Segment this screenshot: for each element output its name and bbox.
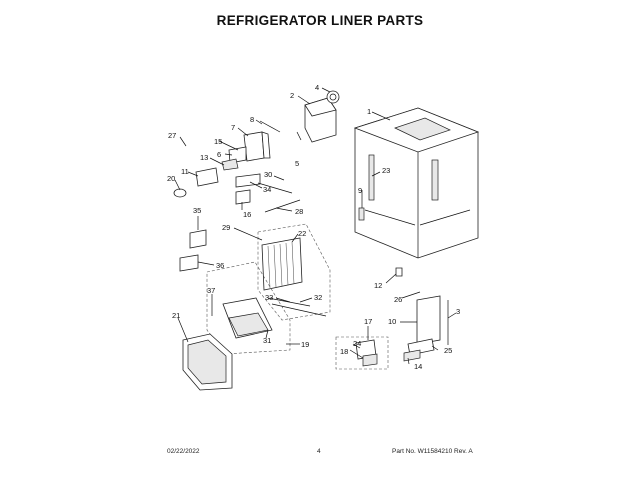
control-housing: [304, 90, 340, 143]
callout-27: 27: [168, 131, 176, 140]
part-28: [264, 199, 301, 213]
callout-18: 18: [340, 347, 348, 356]
callout-10: 10: [388, 317, 396, 326]
callout-25: 25: [444, 346, 452, 355]
rear-panel-inner: [187, 339, 227, 385]
callout-12: 12: [374, 281, 382, 290]
crisper-rail: [416, 295, 441, 345]
part-13: [221, 158, 239, 171]
part-cover-7: [243, 131, 271, 162]
callout-35: 35: [193, 206, 201, 215]
callout-11: 11: [181, 167, 189, 176]
callout-17: 17: [364, 317, 372, 326]
callout-26: 26: [394, 295, 402, 304]
part-12: [395, 267, 403, 277]
callout-1: 1: [367, 107, 371, 116]
part-36: [179, 254, 199, 272]
part-14: [403, 349, 421, 362]
part-8: [259, 120, 281, 133]
callout-31: 31: [263, 336, 271, 345]
callout-labels: 1 2 3 4 5 6 7 8 9 10 11 12 13 14 15 16 1…: [167, 83, 460, 371]
part-30: [257, 182, 293, 194]
callout-7: 7: [231, 123, 235, 132]
part-18: [362, 353, 378, 367]
callout-32: 32: [314, 293, 322, 302]
footer-date: 02/22/2022: [167, 448, 200, 455]
callout-29: 29: [222, 223, 230, 232]
footer-part-number: Part No. W11584210 Rev. A: [392, 448, 473, 455]
callout-37: 37: [207, 286, 215, 295]
callout-2: 2: [290, 91, 294, 100]
callout-4: 4: [315, 83, 319, 92]
callout-34: 34: [263, 185, 271, 194]
callout-20: 20: [167, 174, 175, 183]
callout-24: 24: [353, 339, 361, 348]
part-20: [173, 188, 187, 198]
part-16: [235, 189, 251, 205]
callout-22: 22: [298, 229, 306, 238]
page-title: REFRIGERATOR LINER PARTS: [216, 13, 424, 28]
part-11: [195, 167, 219, 187]
callout-30: 30: [264, 170, 272, 179]
callout-16: 16: [243, 210, 251, 219]
callout-14: 14: [414, 362, 422, 371]
callout-15: 15: [214, 137, 222, 146]
callout-13: 13: [200, 153, 208, 162]
part-6: [228, 146, 247, 164]
callout-21: 21: [172, 311, 180, 320]
part-35: [189, 229, 207, 249]
callout-33: 33: [265, 293, 273, 302]
light-switch: [358, 207, 365, 221]
refrigerator-liner: [353, 107, 480, 259]
callout-23: 23: [382, 166, 390, 175]
footer-page-number: 4: [317, 448, 321, 455]
callout-36: 36: [216, 261, 224, 270]
callout-8: 8: [250, 115, 254, 124]
callout-19: 19: [301, 340, 309, 349]
callout-3: 3: [456, 307, 460, 316]
callout-9: 9: [358, 186, 362, 195]
light-strip: [368, 154, 375, 201]
callout-28: 28: [295, 207, 303, 216]
callout-5: 5: [295, 159, 299, 168]
callout-6: 6: [217, 150, 221, 159]
evaporator: [257, 223, 331, 321]
